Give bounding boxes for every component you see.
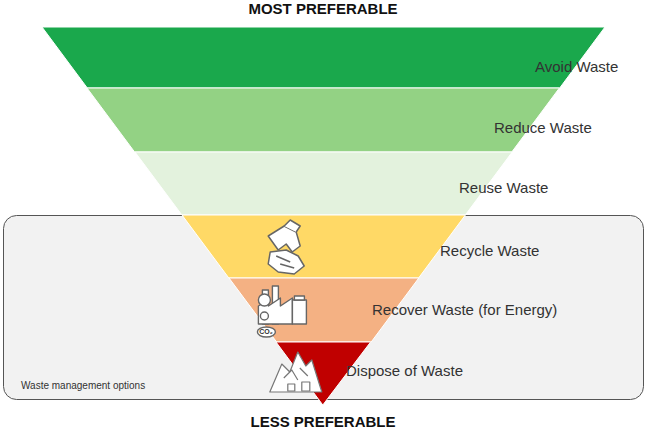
preference-label: LESS PREFERABLE [250, 413, 395, 431]
recover-band: Recover Waste (for Energy) [229, 278, 419, 342]
pyramid-band [87, 88, 559, 152]
band-label: Reuse Waste [459, 179, 548, 197]
reduce-band: Reduce Waste [87, 88, 559, 152]
region-label: Waste management options [21, 380, 145, 392]
recycle-band: Recycle Waste [182, 215, 465, 278]
band-label: Reduce Waste [494, 119, 592, 137]
pyramid-band [42, 27, 605, 88]
pyramid-band [182, 215, 465, 278]
pyramid-band [135, 152, 512, 215]
band-label: Dispose of Waste [346, 362, 463, 380]
icon-text: CO₂ [259, 328, 273, 336]
band-label: Recover Waste (for Energy) [372, 301, 557, 319]
band-label: Avoid Waste [535, 58, 618, 76]
avoid-band: Avoid Waste [42, 27, 605, 88]
reuse-band: Reuse Waste [135, 152, 512, 215]
waste-management-region: Waste management optionsRecycle WasteRec… [3, 215, 644, 400]
dispose-band: Dispose of Waste [276, 342, 371, 405]
preference-label: MOST PREFERABLE [248, 0, 397, 18]
band-label: Recycle Waste [440, 242, 539, 260]
